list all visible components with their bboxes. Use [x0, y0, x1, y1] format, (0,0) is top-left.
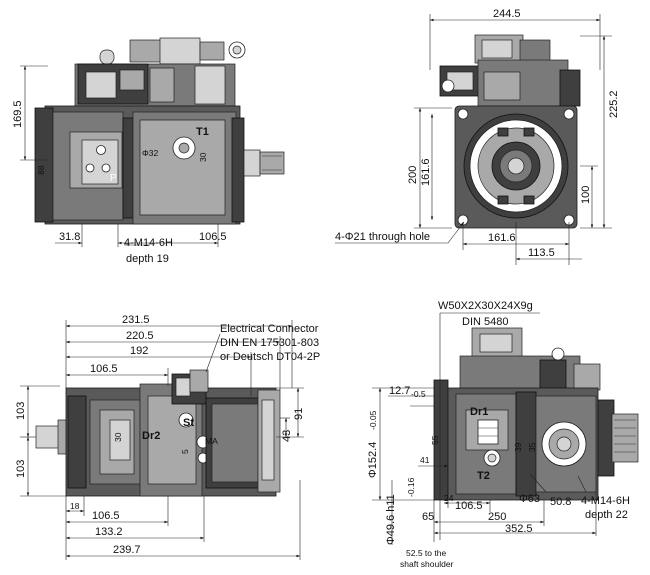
key-12-7-label: 12.7: [389, 385, 410, 397]
connector-note-line3: or Deutsch DT04-2P: [220, 351, 320, 363]
port-dr2-label: Dr2: [142, 430, 160, 442]
shoulder-note-line1: 52.5 to the: [406, 548, 446, 558]
port-t1-label: T1: [196, 126, 209, 138]
dim-244-5-label: 244.5: [493, 8, 521, 20]
dim-352-5-label: 352.5: [505, 523, 533, 535]
shaft-tol-label: -0.16: [406, 477, 416, 497]
mount-depth-label: depth 22: [585, 509, 628, 521]
connector-note-line2: DIN EN 175301-803: [220, 337, 319, 349]
dim-31-8-label: 31.8: [59, 231, 80, 243]
view-bottom-left: Dr2 St MA 30 5 231.5 220.5 192 106.5 Ele…: [15, 314, 320, 560]
dim-30-label: 30: [113, 432, 123, 442]
port-p-label: P: [110, 173, 117, 184]
dim-106-5-top-label: 106.5: [90, 363, 118, 375]
dim-55-label: 55: [430, 435, 440, 445]
dim-91-label: 91: [293, 408, 305, 420]
dim-106-5-bottom-label: 106.5: [92, 510, 120, 522]
pilot-tol-label: -0.05: [368, 410, 378, 430]
dim-133-2-label: 133.2: [95, 526, 123, 538]
pilot-dia-label: Φ152.4: [367, 442, 379, 478]
dim-106-5-label: 106.5: [455, 500, 483, 512]
port-st-label: St: [183, 417, 194, 429]
shoulder-note-line2: shaft shoulder: [400, 559, 454, 569]
port-dr1-label: Dr1: [470, 406, 488, 418]
shaft-dia-label: Φ49.6 h11: [385, 494, 397, 545]
spline-note-line1: W50X2X30X24X9g: [438, 300, 533, 312]
view-top-left: T1 P Φ32 30 88 169.5 31.8 106.5 4-M14-6H…: [12, 37, 285, 265]
dim-41-label: 41: [420, 455, 430, 465]
dim-169-5-label: 169.5: [12, 100, 24, 128]
connector-note-line1: Electrical Connector: [220, 323, 319, 335]
dim-106-5-label: 106.5: [199, 231, 227, 243]
port-dia-label: Φ32: [142, 148, 159, 158]
key-tol-label: -0.5: [411, 389, 426, 399]
dim-250-label: 250: [488, 511, 506, 523]
dim-192-label: 192: [130, 345, 148, 357]
dim-39-label: 39: [513, 442, 523, 452]
mount-holes-label: 4-M14-6H: [581, 495, 630, 507]
dim-5-label: 5: [180, 449, 190, 454]
dim-200-label: 200: [407, 166, 419, 184]
view-top-right: 244.5 225.2 100 200 161.6 161.6 113.5 4-…: [335, 8, 620, 265]
dim-113-5-label: 113.5: [528, 247, 555, 259]
dim-24-label: 24: [444, 493, 454, 503]
phi-63-label: Φ63: [519, 493, 540, 505]
dim-50-8-label: 50.8: [550, 496, 571, 508]
dim-65-label: 65: [422, 511, 434, 523]
dim-239-7-label: 239.7: [113, 544, 141, 556]
dim-220-5-label: 220.5: [126, 330, 154, 342]
through-hole-label: 4-Φ21 through hole: [335, 231, 430, 243]
spline-note-line2: DIN 5480: [462, 316, 508, 328]
dim-100-label: 100: [580, 186, 592, 204]
dim-35-label: 35: [527, 442, 537, 452]
port-ma-label: MA: [205, 436, 218, 446]
mount-depth-label: depth 19: [126, 253, 169, 265]
dim-103-bottom-label: 103: [15, 460, 27, 478]
dim-103-top-label: 103: [15, 402, 27, 420]
dim-30-label: 30: [198, 152, 208, 162]
dim-18-label: 18: [70, 501, 80, 511]
dim-43-label: 43: [281, 430, 293, 442]
dim-161-6-v-label: 161.6: [420, 158, 432, 186]
dim-225-2-label: 225.2: [608, 90, 620, 118]
dim-161-6-h-label: 161.6: [488, 232, 516, 244]
dim-231-5-label: 231.5: [122, 314, 150, 326]
dim-88-label: 88: [36, 165, 46, 175]
view-bottom-right: Dr1 T2 W50X2X30X24X9g DIN 5480 12.7 -0.5…: [367, 300, 639, 569]
mount-holes-label: 4-M14-6H: [124, 237, 173, 249]
port-t2-label: T2: [477, 470, 490, 482]
